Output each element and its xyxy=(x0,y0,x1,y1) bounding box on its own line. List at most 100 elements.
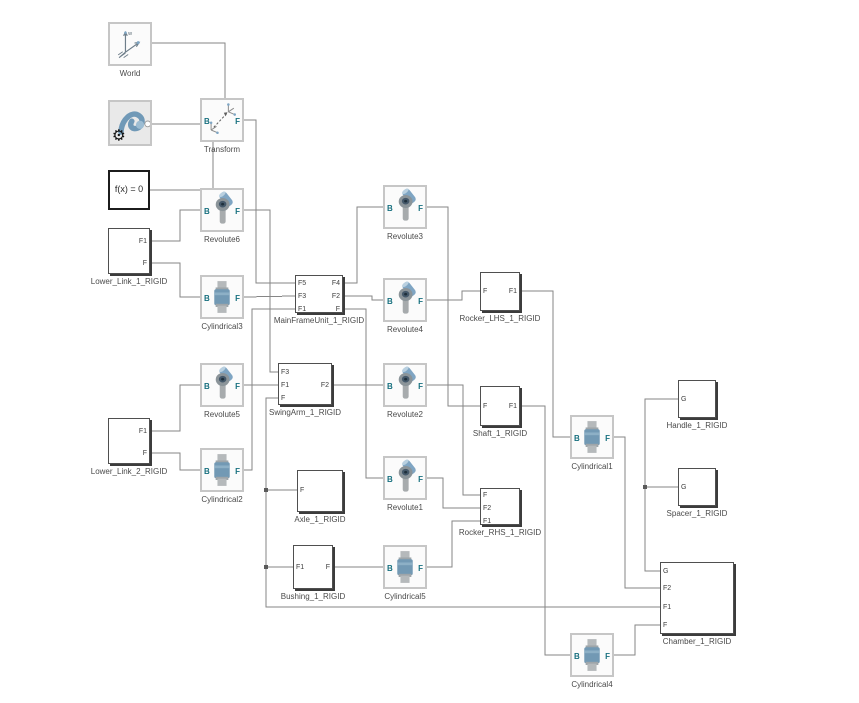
connection-line-revolute4-f-to-rockerlhs-f[interactable] xyxy=(427,290,480,301)
port-f-label: F xyxy=(418,204,423,213)
svg-text:w: w xyxy=(127,31,132,37)
port-b-label: B xyxy=(387,297,393,306)
block-spacer[interactable]: G xyxy=(678,468,716,506)
connection-line-transform-f-to-mainframe-f5[interactable] xyxy=(244,119,295,284)
connection-line-lowerlink2-f-to-cylindrical2-b[interactable] xyxy=(150,452,200,471)
block-label-shaft: Shaft_1_RIGID xyxy=(472,429,528,438)
port-b-label: B xyxy=(204,207,210,216)
port-f-label: F xyxy=(300,487,305,494)
connection-line-mainframe-f2-to-revolute4-b[interactable] xyxy=(343,295,383,301)
mechanism-config-icon: ⚙ xyxy=(110,102,150,144)
block-axle[interactable]: F xyxy=(297,470,343,512)
port-f2-label: F2 xyxy=(320,382,329,389)
revolute-joint-icon xyxy=(202,365,242,405)
port-b-label: B xyxy=(204,382,210,391)
port-f1-label: F1 xyxy=(663,604,672,611)
block-label-revolute5: Revolute5 xyxy=(203,410,241,419)
port-f2-label: F2 xyxy=(331,293,340,300)
connection-line-lowerlink1-f1-to-revolute6-b[interactable] xyxy=(150,209,200,242)
connection-line-cylindrical5-f-to-rockerrhs-f1[interactable] xyxy=(427,520,480,568)
block-label-swingarm: SwingArm_1_RIGID xyxy=(268,408,342,417)
connection-line-mainframe-f4-to-revolute3-b[interactable] xyxy=(343,206,383,284)
block-label-rocker-rhs: Rocker_RHS_1_RIGID xyxy=(458,528,542,537)
port-f-label: F xyxy=(142,450,147,457)
port-f2-label: F2 xyxy=(663,585,672,592)
block-label-axle: Axle_1_RIGID xyxy=(294,515,346,524)
port-f4-label: F4 xyxy=(331,280,340,287)
connection-line-mainframe-f-to-revolute1-b[interactable] xyxy=(343,308,383,479)
port-f-label: F xyxy=(142,260,147,267)
block-mechanism-configuration[interactable]: ⚙ xyxy=(108,100,152,146)
connection-line-swingarm-f-rigid-line-to-chamber-f1[interactable] xyxy=(265,397,660,608)
port-f1-label: F1 xyxy=(138,428,147,435)
port-b-label: B xyxy=(387,564,393,573)
block-label-spacer: Spacer_1_RIGID xyxy=(666,509,728,518)
connection-line-world-to-config-junction[interactable] xyxy=(152,42,226,124)
block-label-mainframeunit: MainFrameUnit_1_RIGID xyxy=(273,316,365,325)
connection-line-revolute2-f-to-rockerrhs-f[interactable] xyxy=(427,384,480,496)
port-f-label: F xyxy=(418,297,423,306)
connection-line-shaft-f1-to-cylindrical4-b[interactable] xyxy=(520,405,570,656)
block-solver-configuration[interactable]: f(x) = 0 xyxy=(108,170,150,210)
connection-line-lowerlink2-f1-to-revolute5-b[interactable] xyxy=(150,384,200,432)
connection-line-cylindrical3-f-to-mainframe-f3[interactable] xyxy=(243,295,296,298)
port-f-label: F xyxy=(235,207,240,216)
revolute-joint-icon xyxy=(385,280,425,320)
connection-line-revolute6-f-to-swingarm-f3[interactable] xyxy=(244,209,278,373)
connection-line-lowerlink1-f-to-cylindrical3-b[interactable] xyxy=(150,262,200,298)
port-f3-label: F3 xyxy=(298,293,307,300)
connection-line-cylindrical1-f-to-chamber-f2[interactable] xyxy=(614,436,660,589)
block-handle[interactable]: G xyxy=(678,380,716,418)
port-f-label: F xyxy=(235,382,240,391)
port-b-label: B xyxy=(387,475,393,484)
revolute-joint-icon xyxy=(385,458,425,498)
junction-dot xyxy=(264,565,268,569)
block-label-cylindrical2: Cylindrical2 xyxy=(201,495,243,504)
port-f-label: F xyxy=(235,117,240,126)
block-label-cylindrical5: Cylindrical5 xyxy=(384,592,426,601)
port-f1-label: F1 xyxy=(281,382,290,389)
connection-line-cylindrical4-f-to-chamber-f[interactable] xyxy=(614,624,660,656)
connection-line-revolute3-f-to-shaft-f[interactable] xyxy=(427,206,480,407)
block-label-rocker-lhs: Rocker_LHS_1_RIGID xyxy=(459,314,541,323)
block-label-handle: Handle_1_RIGID xyxy=(666,421,728,430)
transform-icon xyxy=(202,100,242,140)
block-label-cylindrical1: Cylindrical1 xyxy=(571,462,613,471)
block-world[interactable]: w xyxy=(108,22,152,66)
connection-line-cylindrical2-f-to-mainframe-f1[interactable] xyxy=(244,308,295,471)
port-f-label: F xyxy=(663,622,668,629)
port-f-label: F xyxy=(605,434,610,443)
block-label-revolute3: Revolute3 xyxy=(386,232,424,241)
connection-line-rockerlhs-f1-to-cylindrical1-b[interactable] xyxy=(520,290,570,438)
connection-line-revolute1-f-to-rockerrhs-f2[interactable] xyxy=(427,477,480,509)
port-f-label: F xyxy=(281,395,286,402)
port-f-label: F xyxy=(483,403,488,410)
junction-dot xyxy=(643,485,647,489)
block-label-transform: Transform xyxy=(203,145,241,154)
block-label-world: World xyxy=(119,69,141,78)
port-f-label: F xyxy=(325,564,330,571)
block-label-chamber: Chamber_1_RIGID xyxy=(662,637,732,646)
